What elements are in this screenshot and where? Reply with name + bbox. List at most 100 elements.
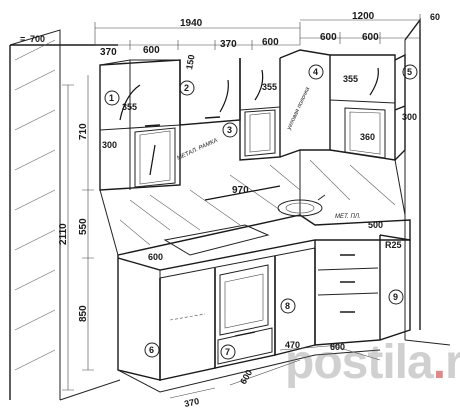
module-number-6: 6	[149, 345, 154, 355]
arrow-lift-2	[219, 79, 229, 113]
watermark-dot: .	[432, 336, 446, 389]
left-wall-hatch	[14, 39, 56, 371]
dim-lift-3: 355	[262, 82, 277, 92]
dim-upper-5: 600	[320, 32, 337, 43]
base-cabinet-left-side	[117, 258, 161, 381]
floor-line-right	[404, 339, 451, 346]
top-dimensions	[94, 14, 421, 50]
dim-bottom-370	[169, 387, 216, 399]
handle-3	[394, 105, 406, 111]
dim-850-line	[82, 258, 94, 371]
arrow-lift-5	[369, 67, 379, 96]
module-markers: 1 2 3 4 5 6 7 8 9	[104, 64, 418, 360]
upper-corner-cabinet	[279, 49, 331, 158]
glass-door-left	[134, 127, 176, 188]
dim-2110-line	[62, 84, 74, 391]
lift-arrows	[119, 67, 379, 176]
module-circle-5	[402, 64, 418, 80]
dim-bottom-600-right	[329, 344, 381, 361]
dim-upper-6: 600	[362, 32, 379, 43]
countertop-edge	[159, 247, 316, 279]
base-cabinet-6	[159, 268, 216, 381]
dim-right-end: 60	[430, 12, 440, 22]
note-metal-frame: МЕТАЛ. РАМКА	[176, 138, 218, 162]
glass-door-3	[244, 109, 276, 157]
dim-corner-width: 1200	[352, 11, 375, 22]
module-number-9: 9	[393, 292, 398, 302]
dim-corner-shelf: 360	[360, 132, 375, 142]
glass-door-3-inner	[249, 112, 271, 153]
dim-upper-2: 600	[143, 45, 160, 56]
sink-bowl	[285, 202, 315, 214]
upper-cabinet-left-split	[99, 124, 181, 131]
module-circle-8	[280, 298, 296, 314]
module-number-2: 2	[184, 83, 189, 93]
dim-left-depth: 700	[30, 34, 45, 44]
backsplash	[99, 150, 406, 256]
module-number-5: 5	[407, 67, 412, 77]
dim-total-width: 1940	[180, 18, 203, 29]
dim-1940-line	[94, 22, 301, 45]
module-number-7: 7	[225, 347, 230, 357]
note-counter: МЕТ. ПЛ.	[335, 214, 361, 220]
module-number-3: 3	[227, 125, 232, 135]
dim-bottom-2: 600	[238, 368, 254, 386]
cooktop	[163, 224, 270, 256]
dim-backsplash-height: 550	[78, 218, 89, 235]
dim-lift-1: 355	[122, 102, 137, 112]
upper-cabinet-3-split	[239, 106, 281, 111]
dim-bottom-3: 470	[285, 340, 300, 350]
module-number-4: 4	[313, 67, 318, 77]
dim-countertop-length: 970	[232, 185, 249, 196]
glass-door-right	[344, 107, 386, 159]
bottom-dimensions	[169, 344, 381, 399]
handle-2	[204, 116, 221, 119]
upper-cabinet-right-side	[394, 53, 406, 161]
handle-drawer-7	[234, 331, 256, 337]
dim-total-height: 2110	[58, 223, 69, 245]
dim-bottom-470	[279, 344, 341, 351]
dim-bottom-4: 600	[330, 342, 345, 352]
glass-door-left-inner	[139, 130, 171, 185]
base-cabinets	[117, 234, 411, 393]
faucet	[317, 194, 326, 201]
watermark-tld: ru	[445, 336, 460, 389]
dim-upper-depth-left: 300	[102, 140, 117, 150]
module-number-8: 8	[285, 301, 290, 311]
module-circle-4	[308, 64, 324, 80]
module-circle-9	[388, 289, 404, 305]
module-circle-7	[220, 344, 236, 360]
module-circle-1	[104, 90, 120, 106]
drawer-cabinet	[314, 235, 381, 346]
dim-counter-depth-right: 500	[368, 220, 383, 230]
dim-hood-gap: 150	[184, 54, 196, 71]
upper-cabinet-right-split	[329, 99, 396, 104]
shelf-line	[169, 313, 206, 321]
dim-upper-4: 600	[262, 37, 279, 48]
dim-upper-depth-right: 300	[402, 112, 417, 122]
dim-base-height: 850	[78, 305, 89, 322]
watermark-main: postila	[285, 336, 434, 389]
watermark: postila.ru	[285, 335, 460, 390]
dim-upper-1: 370	[100, 47, 117, 58]
vertical-dimensions	[62, 75, 94, 391]
dim-left-depth-prefix: =	[20, 34, 25, 44]
dim-lift-5: 355	[343, 74, 358, 84]
module-circle-2	[179, 80, 195, 96]
left-wall-back	[9, 29, 61, 400]
oven-cabinet	[214, 256, 276, 369]
floor-line-left	[59, 379, 121, 401]
base-cabinet-9	[379, 234, 411, 341]
module-circle-6	[144, 342, 160, 358]
glass-door-right-inner	[349, 111, 381, 155]
drawer-splits	[317, 267, 379, 296]
backsplash-hatch	[119, 159, 396, 246]
dim-ticks	[129, 32, 381, 50]
plinth	[117, 349, 381, 393]
handle-1	[144, 124, 161, 127]
dim-counter-depth-left: 600	[148, 252, 163, 262]
backsplash-left-edge	[99, 189, 119, 256]
arrow-lift-1	[119, 84, 141, 121]
arrow-door-left	[149, 144, 156, 176]
